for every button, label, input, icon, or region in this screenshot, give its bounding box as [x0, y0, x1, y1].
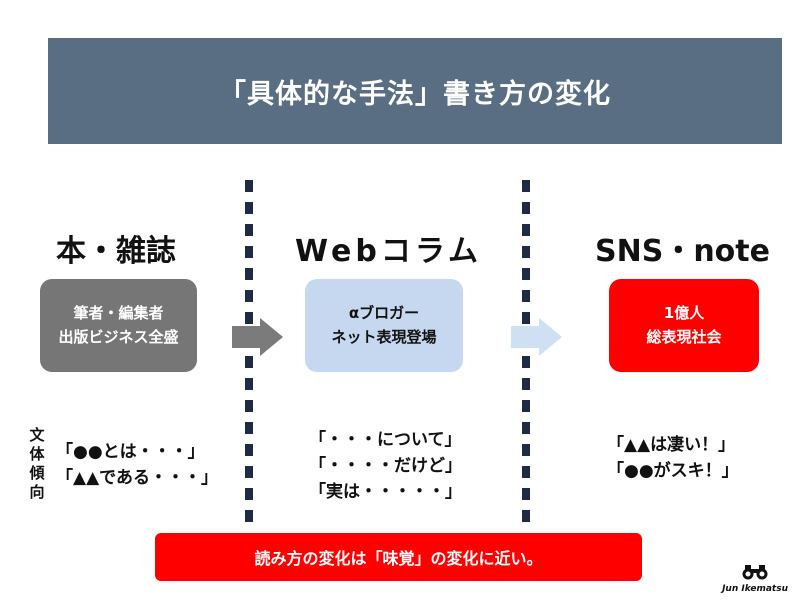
- stage-box-books-line2: 出版ビジネス全盛: [58, 327, 179, 346]
- side-label-char: 傾: [29, 464, 45, 482]
- phrase-item: 「実は・・・・・」: [309, 482, 462, 502]
- binoculars-icon: [742, 565, 768, 580]
- dotted-divider-right: [522, 180, 530, 532]
- phrase-item: 「・・・・だけど」: [309, 456, 462, 476]
- side-label-char: 文: [29, 426, 45, 444]
- column-heading-sns: SNS・note: [595, 234, 770, 269]
- phrase-item: 「▲▲である・・・」: [56, 468, 218, 488]
- author-logo: Jun Ikematsu: [722, 564, 788, 594]
- phrase-item: 「▲▲は凄い！」: [607, 435, 736, 455]
- stage-box-sns-line2: 総表現社会: [646, 327, 722, 346]
- stage-box-books-line1: 筆者・編集者: [73, 304, 164, 323]
- stage-box-books: 筆者・編集者 出版ビジネス全盛: [40, 279, 197, 372]
- phrases-web: 「・・・について」 「・・・・だけど」 「実は・・・・・」: [309, 427, 462, 505]
- phrase-item: 「●●とは・・・」: [56, 442, 205, 462]
- side-label-char: 向: [29, 483, 45, 501]
- phrases-books: 「●●とは・・・」 「▲▲である・・・」: [56, 439, 218, 491]
- side-label-char: 体: [29, 445, 45, 463]
- bottom-message: 読み方の変化は「味覚」の変化に近い。: [254, 549, 543, 568]
- stage-box-web: αブロガー ネット表現登場: [305, 279, 463, 372]
- column-heading-books: 本・雑誌: [56, 234, 176, 269]
- stage-box-sns: 1億人 総表現社会: [609, 279, 759, 372]
- writing-tendency-label: 文 体 傾 向: [27, 426, 47, 502]
- logo-text: Jun Ikematsu: [722, 584, 788, 594]
- dotted-divider-left: [245, 180, 253, 532]
- phrase-item: 「●●がスキ！」: [607, 461, 739, 481]
- stage-box-web-line2: ネット表現登場: [331, 327, 437, 346]
- phrase-item: 「・・・について」: [309, 430, 462, 450]
- stage-box-sns-line1: 1億人: [663, 304, 705, 323]
- column-heading-web: Webコラム: [295, 234, 482, 269]
- title-banner: 「具体的な手法」書き方の変化: [48, 38, 782, 144]
- bottom-message-bar: 読み方の変化は「味覚」の変化に近い。: [155, 533, 642, 581]
- phrases-sns: 「▲▲は凄い！」 「●●がスキ！」: [607, 432, 739, 484]
- page-title: 「具体的な手法」書き方の変化: [219, 78, 611, 110]
- stage-box-web-line1: αブロガー: [348, 304, 420, 323]
